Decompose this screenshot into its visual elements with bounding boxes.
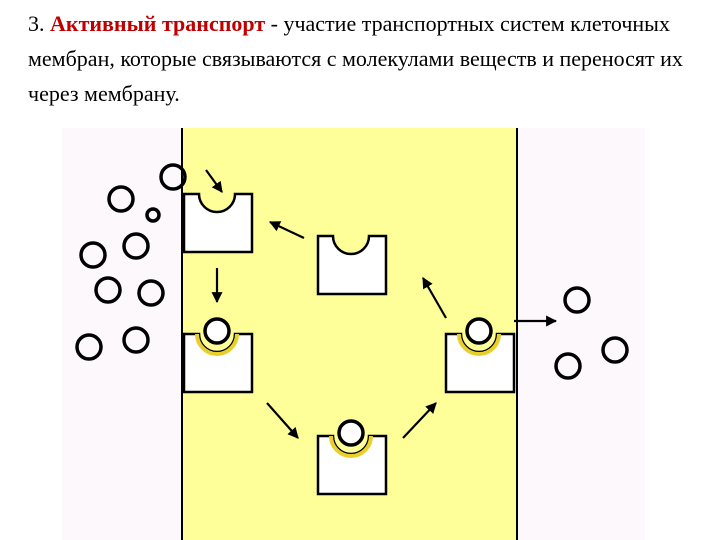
molecule xyxy=(122,326,150,354)
molecule xyxy=(159,163,187,191)
carrier-loaded-right xyxy=(444,317,516,394)
molecule xyxy=(79,241,107,269)
molecule xyxy=(137,279,165,307)
arrow-molecule-to-carrier xyxy=(205,169,223,193)
molecule-small xyxy=(145,207,161,223)
molecules-right xyxy=(554,286,629,380)
molecules-left xyxy=(75,163,187,361)
molecule xyxy=(601,336,629,364)
carrier-empty-middle xyxy=(316,234,388,296)
molecule xyxy=(75,333,103,361)
bound-molecule xyxy=(203,317,231,345)
caption: 3. Активный транспорт - участие транспор… xyxy=(28,6,718,111)
cycle-arrows xyxy=(205,169,558,439)
caption-text: - участие транспортных систем клеточных … xyxy=(28,11,683,106)
molecule xyxy=(563,286,591,314)
carrier-empty-top-left xyxy=(182,192,254,254)
arrow-up-right xyxy=(422,277,447,319)
molecule xyxy=(554,352,582,380)
molecule xyxy=(122,232,150,260)
bound-molecule xyxy=(465,317,493,345)
arrow-to-bottom xyxy=(266,402,299,439)
arrow-to-right xyxy=(402,402,437,439)
molecule xyxy=(94,276,122,304)
extracellular-space-right xyxy=(517,128,645,540)
bound-molecule xyxy=(337,419,365,447)
caption-term: Активный транспорт xyxy=(50,11,266,36)
arrow-return-left xyxy=(269,221,305,239)
caption-number: 3. xyxy=(28,11,45,36)
extracellular-space-left xyxy=(62,128,182,540)
molecule xyxy=(107,185,135,213)
carrier-loaded-bottom xyxy=(316,419,388,496)
carrier-loaded-left xyxy=(182,317,254,394)
